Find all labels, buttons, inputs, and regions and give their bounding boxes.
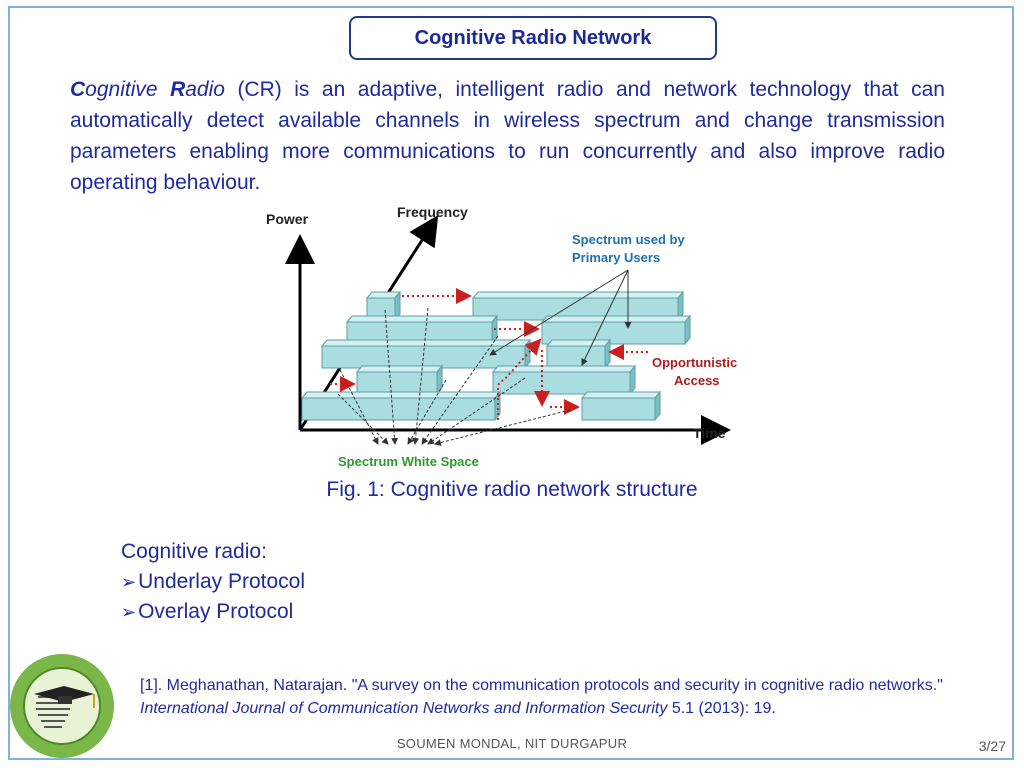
block-row5-a [300, 390, 502, 422]
slide-title: Cognitive Radio Network [349, 16, 717, 60]
opportunistic-access-label: Opportunistic Access [652, 355, 741, 388]
white-space-arrows [337, 307, 571, 446]
intro-paragraph: Cognitive Radio (CR) is an adaptive, int… [70, 74, 945, 198]
reference-volume: 5.1 (2013): 19. [667, 700, 776, 717]
intro-cap-c: C [70, 78, 86, 101]
block-row4-a [355, 364, 444, 396]
intro-word-cognitive: ognitive [85, 78, 171, 101]
reference-text: [1]. Meghanathan, Natarajan. "A survey o… [140, 677, 943, 694]
primary-user-arrows [489, 269, 632, 366]
page-number: 3/27 [978, 738, 1006, 754]
arrow-bullet-icon: ➢ [121, 572, 137, 592]
intro-cap-r: R [170, 78, 186, 101]
slide-title-text: Cognitive Radio Network [414, 26, 652, 49]
block-row5-b [580, 390, 662, 422]
list-item: ➢Underlay Protocol [121, 567, 305, 597]
figure-caption: Fig. 1: Cognitive radio network structur… [326, 478, 698, 501]
reference-journal: International Journal of Communication N… [140, 700, 668, 717]
opportunistic-arrows [330, 288, 648, 420]
cognitive-radio-diagram: Power Frequency Time [266, 204, 741, 469]
block-row4-b [491, 364, 637, 396]
primary-users-label: Spectrum used by Primary Users [572, 232, 688, 265]
scheme-logo-icon [10, 654, 114, 758]
spectrum-blocks [300, 290, 692, 422]
block-row2-b [540, 314, 692, 346]
frequency-label: Frequency [397, 204, 468, 220]
block-row3-a [320, 338, 532, 370]
list-item-label: Overlay Protocol [138, 600, 294, 623]
intro-body: (CR) is an adaptive, intelligent radio a… [70, 78, 945, 194]
list-item: ➢Overlay Protocol [121, 597, 305, 627]
intro-word-radio: adio [185, 78, 225, 101]
block-row1-a [365, 290, 402, 322]
footer-author: SOUMEN MONDAL, NIT DURGAPUR [396, 736, 628, 751]
white-space-label: Spectrum White Space [338, 454, 479, 469]
reference-citation: [1]. Meghanathan, Natarajan. "A survey o… [140, 674, 990, 720]
list-heading: Cognitive radio: [121, 540, 267, 563]
block-row1-b [471, 290, 685, 322]
list-item-label: Underlay Protocol [138, 570, 306, 593]
power-label: Power [266, 211, 309, 227]
block-row3-b [545, 338, 612, 370]
arrow-bullet-icon: ➢ [121, 602, 137, 622]
cognitive-radio-list: Cognitive radio: ➢Underlay Protocol ➢Ove… [121, 537, 305, 627]
time-label: Time [693, 425, 726, 441]
